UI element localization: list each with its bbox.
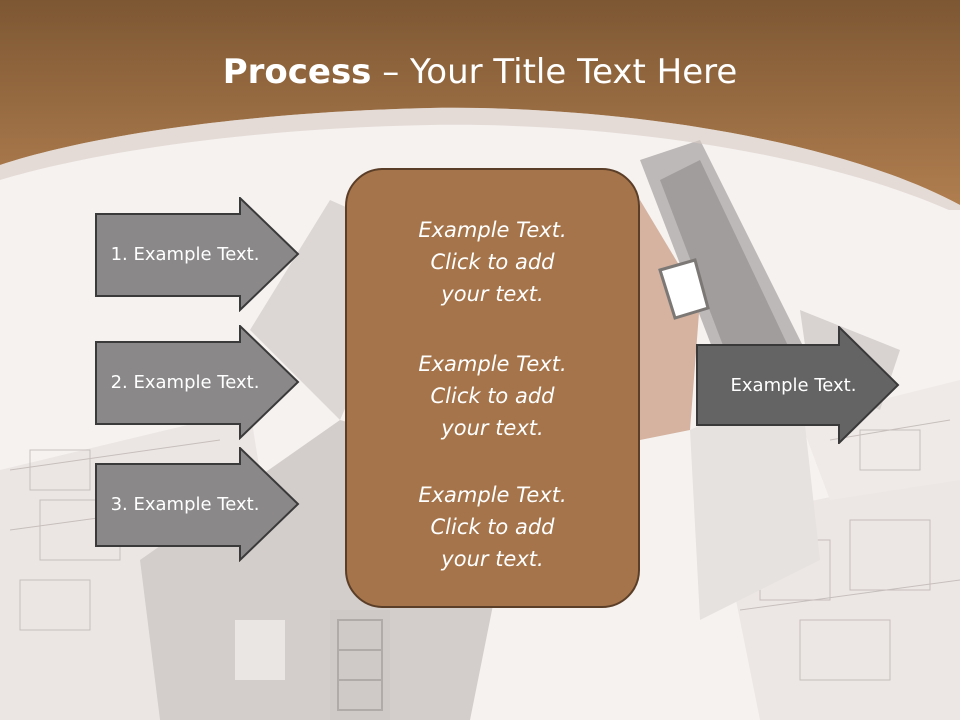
step-arrow-2[interactable]: 2. Example Text.	[95, 325, 300, 440]
text-block-1: Example Text. Click to add your text.	[347, 214, 638, 310]
text-line: Example Text.	[418, 218, 567, 242]
step-label: 1. Example Text.	[110, 244, 260, 265]
text-line: your text.	[441, 282, 544, 306]
step-label: 2. Example Text.	[110, 372, 260, 393]
text-line: Example Text.	[418, 352, 567, 376]
arrow-shape	[95, 447, 300, 562]
text-line: your text.	[441, 416, 544, 440]
text-line: Click to add	[430, 250, 555, 274]
slide-title[interactable]: Process – Your Title Text Here	[0, 52, 960, 92]
result-arrow[interactable]: Example Text.	[696, 326, 900, 444]
text-line: Example Text.	[418, 483, 567, 507]
text-block-3: Example Text. Click to add your text.	[347, 479, 638, 575]
text-line: Click to add	[430, 384, 555, 408]
step-arrow-3[interactable]: 3. Example Text.	[95, 447, 300, 562]
arrow-shape	[696, 326, 900, 444]
arrow-shape	[95, 197, 300, 312]
header-band	[0, 0, 960, 210]
text-block-2: Example Text. Click to add your text.	[347, 348, 638, 444]
result-label: Example Text.	[730, 374, 857, 396]
text-line: Click to add	[430, 515, 555, 539]
step-arrow-1[interactable]: 1. Example Text.	[95, 197, 300, 312]
arrow-shape	[95, 325, 300, 440]
center-text-box[interactable]: Example Text. Click to add your text. Ex…	[345, 168, 640, 608]
text-line: your text.	[441, 547, 544, 571]
step-label: 3. Example Text.	[110, 494, 260, 515]
title-bold: Process	[222, 52, 372, 92]
title-rest: – Your Title Text Here	[371, 52, 738, 92]
